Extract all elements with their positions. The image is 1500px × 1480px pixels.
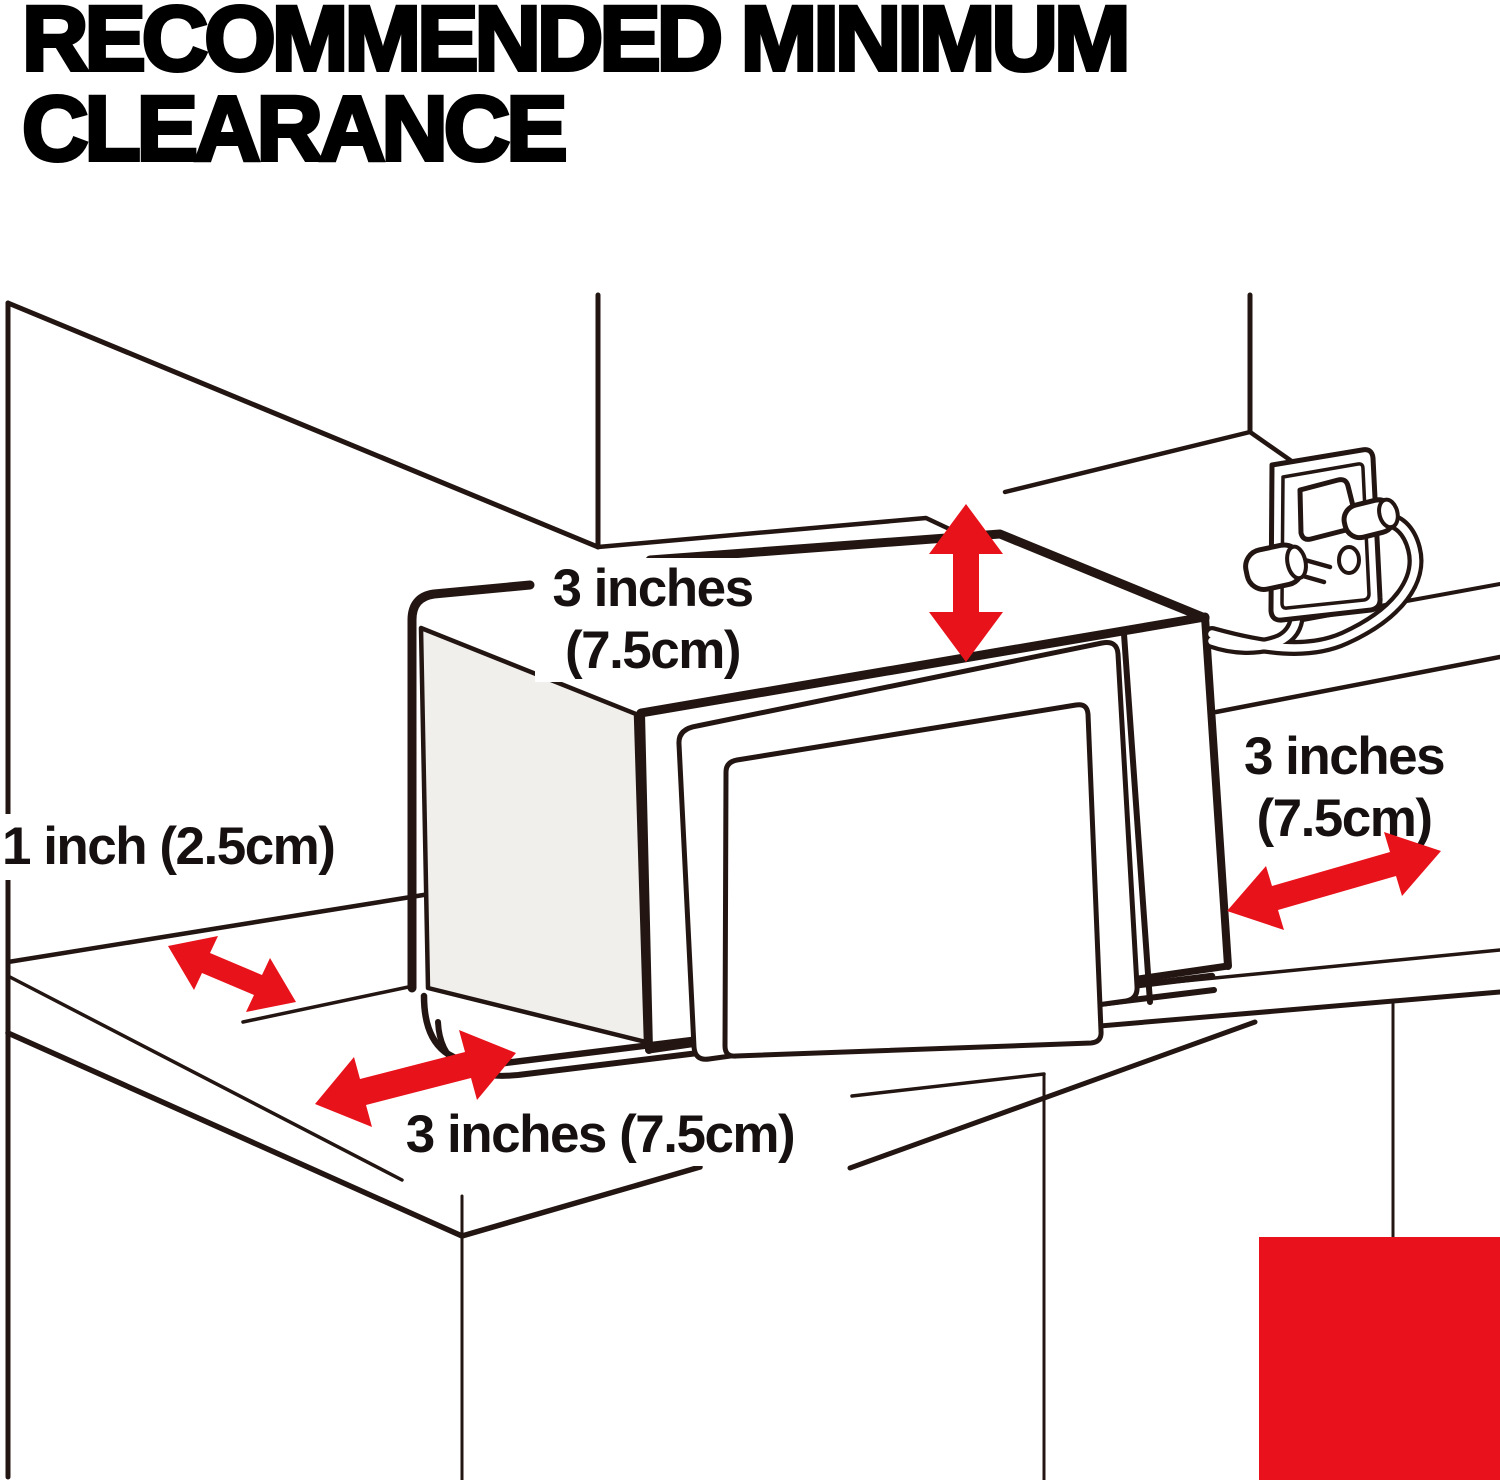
plugged-plug-barrel <box>1341 497 1400 541</box>
microwave-door-window <box>722 702 1104 1059</box>
red-color-swatch <box>1259 1237 1500 1480</box>
upper-cabinet-bottom-edge-right <box>1002 429 1253 495</box>
top-clearance-line-2: (7.5cm) <box>564 621 742 680</box>
top-clearance-line-1: 3 inches <box>552 559 754 618</box>
counter-back-edge-left <box>5 889 445 965</box>
one-inch-gap-line <box>241 984 415 1024</box>
counter-and-cabinet <box>5 889 1500 1480</box>
right-clearance-line-2: (7.5cm) <box>1256 789 1433 848</box>
plug-barrel-end <box>1377 497 1400 530</box>
loose-plug-prongs <box>1300 557 1333 585</box>
cabinet-left-top-edge <box>5 1030 465 1239</box>
loose-plug-end <box>1285 544 1308 581</box>
cabinet-seam-line <box>850 1072 1046 1098</box>
microwave-back-left-edge <box>407 580 535 993</box>
control-panel-line <box>1121 631 1153 1005</box>
left-wall-top-edge <box>5 300 601 550</box>
outlet-socket-hole <box>1337 545 1361 575</box>
bottom-clearance-label: 3 inches (7.5cm) <box>380 1104 820 1166</box>
cabinet-front-top-edge-right <box>847 1019 1258 1171</box>
right-clearance-label: 3 inches (7.5cm) <box>1228 726 1460 850</box>
microwave-front-left-edge <box>637 709 653 1054</box>
loose-plug <box>1243 542 1308 592</box>
page-title-line-1: RECOMMENDED MINIMUM <box>20 0 1133 90</box>
page-title-line-2: CLEARANCE <box>20 78 570 180</box>
counter-back-edge-right <box>1213 654 1500 715</box>
microwave-top-front-edge <box>636 612 1210 718</box>
outlet-plate-inner <box>1280 462 1371 610</box>
page-title: RECOMMENDED MINIMUM CLEARANCE <box>20 0 1133 180</box>
counter-front-edge-left <box>6 974 404 1182</box>
left-clearance-label: 1 inch (2.5cm) <box>0 814 341 880</box>
right-clearance-line-1: 3 inches <box>1243 727 1446 786</box>
microwave-front-right-edge <box>1201 613 1232 970</box>
cord-core-1 <box>1208 517 1420 652</box>
cabinet-front-top-edge-left <box>459 1164 703 1239</box>
wall-outlet <box>1243 447 1400 623</box>
top-clearance-label: 3 inches (7.5cm) <box>535 558 770 682</box>
room-walls <box>5 292 1500 1480</box>
